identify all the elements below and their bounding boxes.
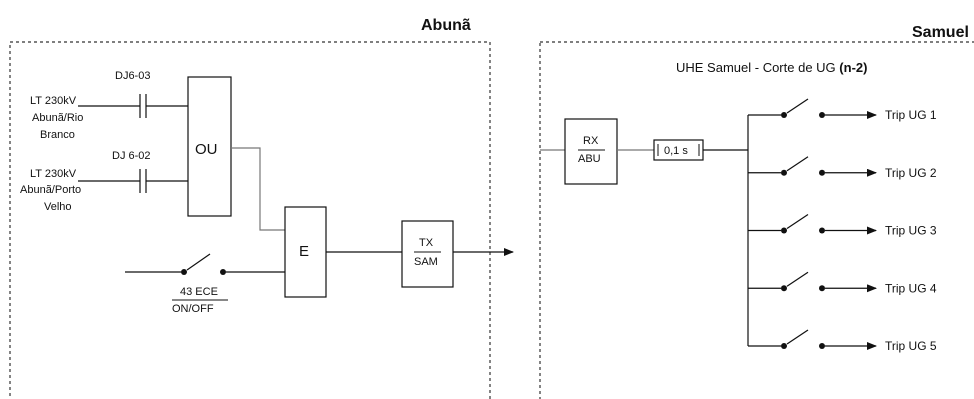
trip-label-3: Trip UG 3 xyxy=(885,224,937,238)
line1-label-3: Branco xyxy=(40,129,75,141)
trip-branches: Trip UG 1 Trip UG 2 Trip UG 3 Trip UG 4 Trip… xyxy=(748,98,937,353)
line2-label-3: Velho xyxy=(44,201,72,213)
region-abuna-title: Abunã xyxy=(421,17,471,34)
trip-label-1: Trip UG 1 xyxy=(885,108,937,122)
breaker-dj6-03-label: DJ6-03 xyxy=(115,70,150,82)
or-gate-block xyxy=(187,76,232,217)
trip-label-4: Trip UG 4 xyxy=(885,281,937,295)
switch-43-ece: 43 ECE ON/OFF xyxy=(125,253,285,315)
region-samuel-box xyxy=(539,41,974,399)
or-to-and-wire xyxy=(231,147,285,231)
tx-block xyxy=(401,220,454,288)
trip-branch-2: Trip UG 2 xyxy=(748,156,937,180)
breaker-dj6-02-label: DJ 6-02 xyxy=(112,150,151,162)
rx-block xyxy=(564,118,618,185)
tx-label-bottom: SAM xyxy=(414,256,438,268)
region-abuna-box xyxy=(9,41,491,399)
trip-branch-1: Trip UG 1 xyxy=(748,98,937,122)
region-samuel-title: Samuel xyxy=(912,24,969,41)
switch-43-label-2: ON/OFF xyxy=(172,303,214,315)
and-gate-block xyxy=(284,206,327,298)
line2-label-1: LT 230kV xyxy=(30,168,77,180)
trip-branch-4: Trip UG 4 xyxy=(748,271,937,295)
switch-43-label-1: 43 ECE xyxy=(180,286,218,298)
tx-label-top: TX xyxy=(419,237,434,249)
trip-branch-3: Trip UG 3 xyxy=(748,214,937,238)
trip-label-2: Trip UG 2 xyxy=(885,166,937,180)
rx-label-top: RX xyxy=(583,135,599,147)
trip-label-5: Trip UG 5 xyxy=(885,339,937,353)
input-line-2: LT 230kV Abunã/Porto Velho DJ 6-02 xyxy=(20,150,188,213)
input-line-1: LT 230kV Abunã/Rio Branco DJ6-03 xyxy=(30,70,188,141)
samuel-subtitle: UHE Samuel - Corte de UG (n-2) xyxy=(676,60,867,75)
rx-label-bottom: ABU xyxy=(578,153,601,165)
line1-label-1: LT 230kV xyxy=(30,95,77,107)
line2-label-2: Abunã/Porto xyxy=(20,184,81,196)
timer-label: 0,1 s xyxy=(664,145,688,157)
samuel-subtitle-bold: (n-2) xyxy=(839,60,867,75)
line1-label-2: Abunã/Rio xyxy=(32,112,83,124)
samuel-subtitle-text: UHE Samuel - Corte de UG xyxy=(676,60,836,75)
and-gate-label: E xyxy=(299,243,309,260)
trip-branch-5: Trip UG 5 xyxy=(748,329,937,353)
or-gate-label: OU xyxy=(195,141,218,158)
